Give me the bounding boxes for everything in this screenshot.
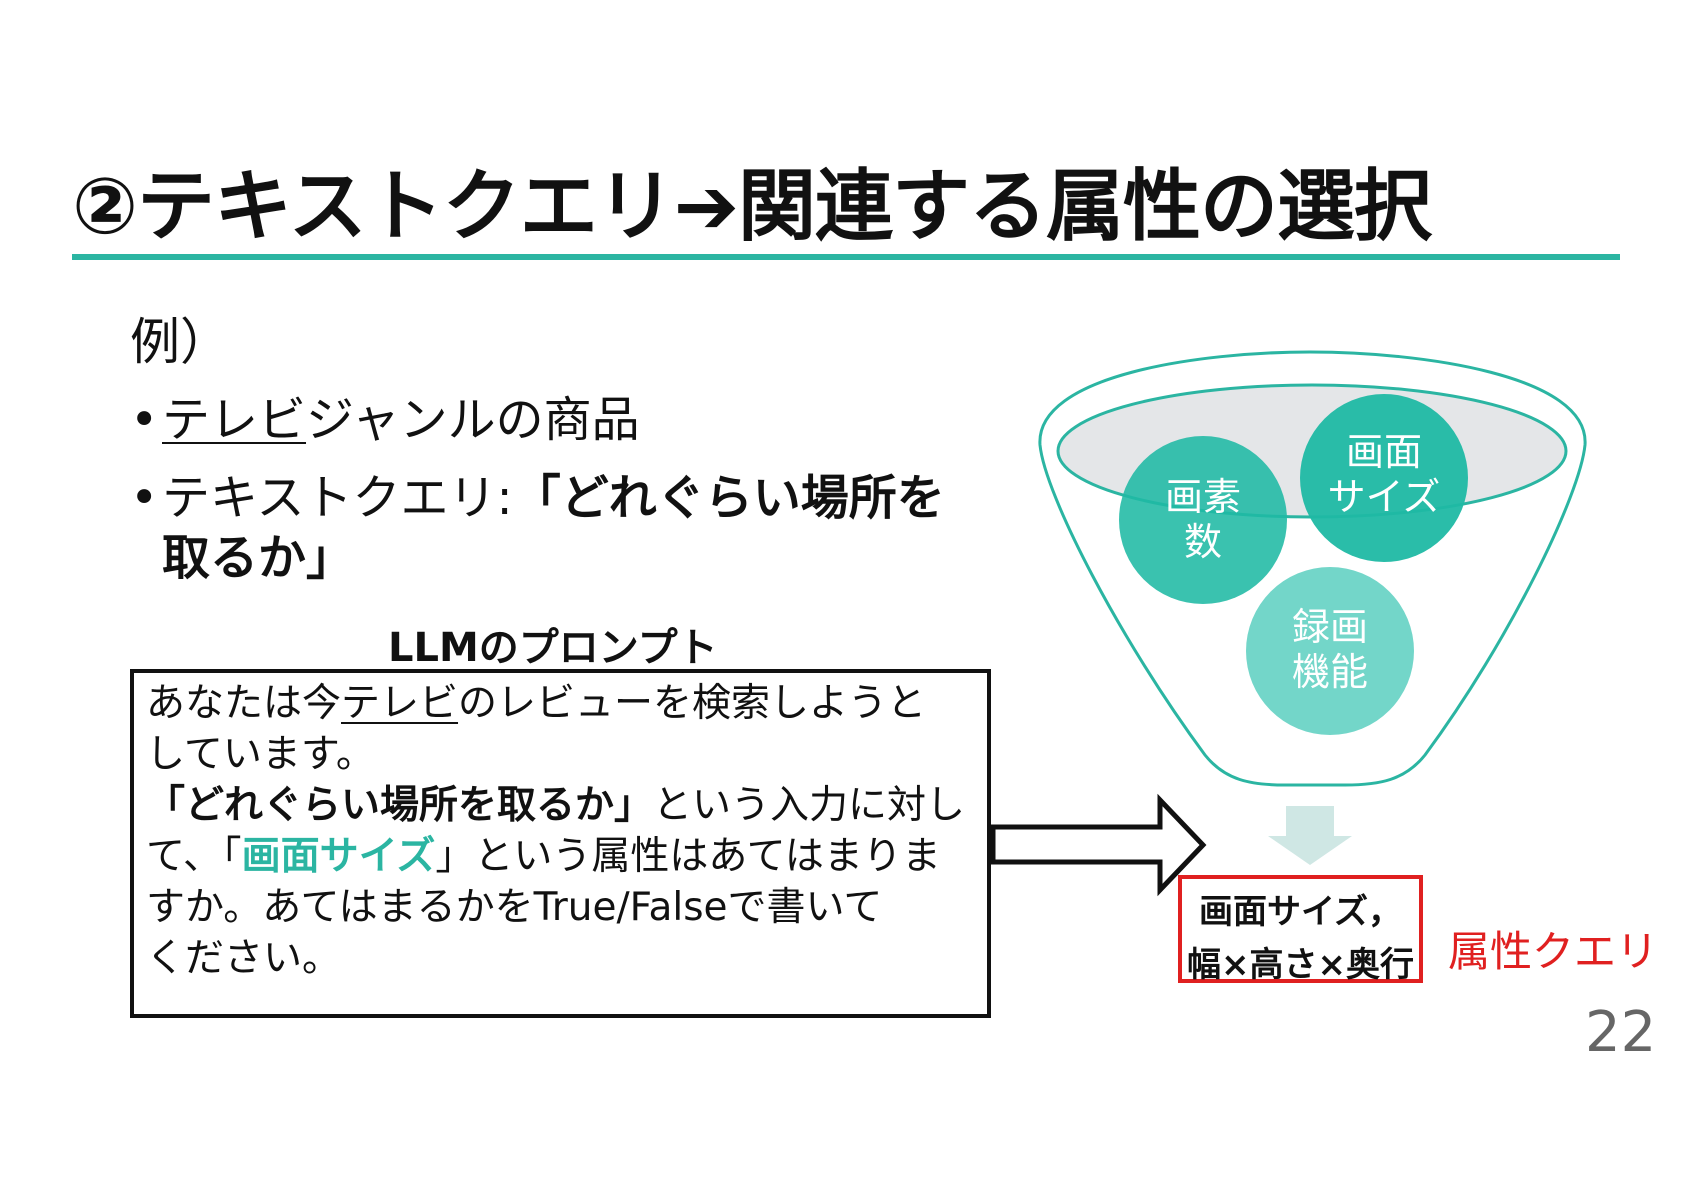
circle-recording (1246, 567, 1414, 735)
circle-recording-line2: 機能 (1292, 650, 1368, 694)
page-number: 22 (1585, 1000, 1657, 1065)
bullet-dot: • (130, 470, 159, 526)
down-arrow-icon (1268, 806, 1352, 865)
attribute-query-line1: 画面サイズ， (1199, 892, 1402, 932)
circle-screen-size-line2: サイズ (1328, 475, 1441, 519)
circle-screen-size-line1: 画面 (1346, 430, 1422, 474)
prompt-underlined-genre: テレビ (341, 681, 459, 726)
prompt-line-6: ください。 (146, 936, 342, 981)
text-query-continuation: 取るか」 (162, 530, 355, 586)
prompt-line-1-b: のレビューを検索しようと (458, 681, 927, 726)
text-query-bold: 「どれぐらい場所を (512, 470, 945, 526)
text-query-prefix: テキストクエリ: (162, 470, 513, 526)
attribute-query-label: 属性クエリ (1448, 927, 1659, 976)
genre-underlined-text: テレビ (162, 392, 307, 448)
circle-pixel-count-line2: 数 (1184, 520, 1222, 564)
prompt-box (130, 669, 991, 1018)
prompt-line-5: すか。あてはまるかをTrue/Falseで書いて (146, 885, 883, 930)
prompt-line-4: て、「画面サイズ」という属性はあてはまりま (146, 831, 986, 882)
attribute-query-line2: 幅×高さ×奥行 (1187, 945, 1414, 985)
prompt-line-3-rest: という入力に対し (653, 783, 966, 828)
prompt-line-3: 「どれぐらい場所を取るか」という入力に対し (146, 780, 986, 831)
prompt-line-1-a: あなたは今 (146, 681, 342, 726)
slide-title: ②テキストクエリ➔関連する属性の選択 (72, 162, 1432, 252)
prompt-query-bold: 「どれぐらい場所を取るか」 (146, 783, 654, 828)
bullet-item-genre: •テレビジャンルの商品 (130, 392, 640, 450)
bullet-dot: • (130, 392, 159, 448)
circle-recording-line1: 録画 (1292, 605, 1368, 649)
prompt-line-4-a: て、「 (146, 834, 242, 879)
genre-rest-text: ジャンルの商品 (306, 392, 640, 448)
attribute-query-box (1178, 875, 1423, 983)
prompt-attribute-highlight: 画面サイズ (241, 834, 436, 879)
circle-pixel-count-line1: 画素 (1165, 475, 1241, 519)
right-arrow-icon (990, 793, 1207, 897)
prompt-line-1: あなたは今テレビのレビューを検索しようと (146, 678, 986, 729)
title-underline-rule (72, 254, 1620, 260)
prompt-line-2: しています。 (146, 732, 375, 777)
circle-screen-size (1300, 394, 1468, 562)
funnel-outline (1038, 350, 1587, 787)
example-label: 例） (130, 313, 230, 371)
prompt-line-4-b: 」という属性はあてはまりま (435, 834, 941, 879)
prompt-text: あなたは今テレビのレビューを検索しようと しています。 「どれぐらい場所を取るか… (146, 678, 986, 984)
circle-pixel-count (1119, 436, 1287, 604)
prompt-title: LLMのプロンプト (388, 625, 718, 671)
bullet-item-text-query: •テキストクエリ:「どれぐらい場所を (130, 470, 945, 528)
